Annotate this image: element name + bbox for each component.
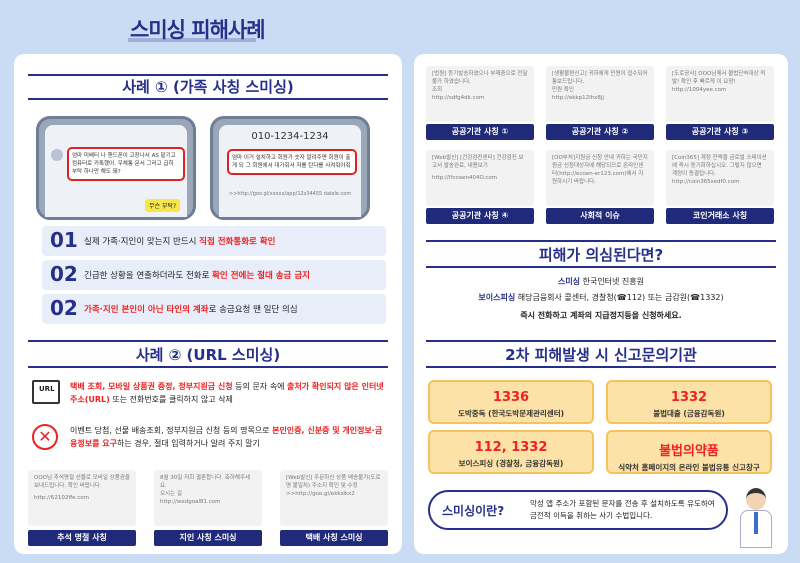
definition-text: 악성 앱 주소가 포함된 문자를 전송 후 설치하도록 유도하여 금전적 이득을… <box>530 499 715 520</box>
suspect-line-2: 보이스피싱 해당금융회사 콜센터, 경찰청(☎112) 또는 금감원(☎1332… <box>478 293 724 302</box>
url-icon-label: URL <box>38 385 56 393</box>
tip-text: 가족·지인 본인이 아닌 타인의 계좌로 송금요청 땐 일단 의심 <box>84 305 298 315</box>
tip-number: 01 <box>50 228 78 252</box>
divider <box>28 98 388 100</box>
left-panel: 사례 ① (가족 사칭 스미싱) 엄마 미배터 나 핸드폰이 고장나서 AS 맡… <box>14 54 402 554</box>
tip-row: 02 가족·지인 본인이 아닌 타인의 계좌로 송금요청 땐 일단 의심 <box>42 294 386 324</box>
tip-text: 긴급한 상황을 연출하더라도 전화로 확인 전에는 절대 송금 금지 <box>84 271 310 281</box>
sms-example-card: [OO부처]지원금 신청 안내 귀하는 국민지원금 신청대상자에 해당되므로 온… <box>546 150 654 206</box>
message-bubble: 엄마 미배터 나 핸드폰이 고장나서 AS 맡기고 컴퓨터로 카톡했어. 우체통… <box>67 147 185 181</box>
divider <box>28 340 388 342</box>
tip-text: 실제 가족·지인이 맞는지 반드시 직접 전화통화로 확인 <box>84 237 276 247</box>
case-label: 사회적 이슈 <box>546 208 654 224</box>
phone-mockup-1: 엄마 미배터 나 핸드폰이 고장나서 AS 맡기고 컴퓨터로 카톡했어. 우체통… <box>36 116 196 220</box>
suspect-line-3: 즉시 전화하고 계좌의 지급정지등을 신청하세요. <box>520 311 682 320</box>
title-underline <box>128 38 256 42</box>
tip-number: 02 <box>50 262 78 286</box>
message-bubble: 엄마 이거 설치하고 회원가 숫자 알려주면 회원이 출게 되 그 회원에서 대… <box>227 149 357 175</box>
divider <box>426 240 776 242</box>
reply-bubble: 무슨 부탁? <box>145 199 181 212</box>
case-label: 추석 명절 사칭 <box>28 530 136 546</box>
sms-example-card: [Coin365] 계정 잔액을 금로벌 스테이션에 즉시 동기화하십시오. 그… <box>666 150 774 206</box>
phone-mockup-2: 010-1234-1234 엄마 이거 설치하고 회원가 숫자 알려주면 회원이… <box>210 116 370 220</box>
url-envelope-icon: URL <box>32 380 60 404</box>
tip-row: 01 실제 가족·지인이 맞는지 반드시 직접 전화통화로 확인 <box>42 226 386 256</box>
case-label: 지인 사칭 스미싱 <box>154 530 262 546</box>
divider <box>426 266 776 268</box>
phone-number: 010-1234-1234 <box>251 131 329 142</box>
divider <box>426 366 776 368</box>
tip-row: 02 긴급한 상황을 연출하더라도 전화로 확인 전에는 절대 송금 금지 <box>42 260 386 290</box>
definition-box: 스미싱이란? 악성 앱 주소가 포함된 문자를 전송 후 설치하도록 유도하여 … <box>428 490 728 530</box>
suspect-line-1: 스미싱 한국인터넷 진흥원 <box>557 277 645 286</box>
definition-label: 스미싱이란? <box>442 504 505 518</box>
case-label: 코인거래소 사칭 <box>666 208 774 224</box>
case-label: 공공기관 사칭 ③ <box>666 124 774 140</box>
message-link: >>http://goo.gl/xxxxx/app/12s34455 dalel… <box>229 191 352 197</box>
tip-number: 02 <box>50 296 78 320</box>
report-heading: 2차 피해발생 시 신고문의기관 <box>505 346 697 364</box>
case1-heading: 사례 ① (가족 사칭 스미싱) <box>122 78 294 96</box>
case2-point-2: 이벤트 당첨, 선물 배송조회, 정부지원금 신청 등의 명목으로 본인인증, … <box>70 426 383 448</box>
case2-point-1: 택배 조회, 모바일 상품권 증정, 정부지원금 신청 등의 문자 속에 출처가… <box>70 382 384 404</box>
warning-x-icon: ✕ <box>32 424 58 450</box>
case2-heading: 사례 ② (URL 스미싱) <box>135 346 281 364</box>
sms-example-card: [Web발신] 주문하신 상품 배송불가(도로명 불일치) 주소지 확인 및 수… <box>280 470 388 526</box>
sms-example-card: [도로공사] OOO님께서 불법단속대상 적발! 확인 후 빠르게 이 요망!h… <box>666 66 774 122</box>
case-label: 공공기관 사칭 ④ <box>426 208 534 224</box>
presenter-illustration <box>736 488 776 550</box>
avatar <box>51 149 63 161</box>
sms-example-card: 8월 30일 저희 결혼합니다. 축하해주세요. 오시는 길 http://we… <box>154 470 262 526</box>
divider <box>28 74 388 76</box>
divider <box>426 340 776 342</box>
divider <box>28 366 388 368</box>
case-label: 공공기관 사칭 ① <box>426 124 534 140</box>
case-label: 택배 사칭 스미싱 <box>280 530 388 546</box>
sms-example-card: OOO님 추석명절 선물로 모바일 상품권을 보내드립니다. 확인 바랍니다. … <box>28 470 136 526</box>
case-label: 공공기관 사칭 ② <box>546 124 654 140</box>
suspect-heading: 피해가 의심된다면? <box>538 246 664 264</box>
page-title: 스미싱 피해사례 <box>130 18 266 42</box>
